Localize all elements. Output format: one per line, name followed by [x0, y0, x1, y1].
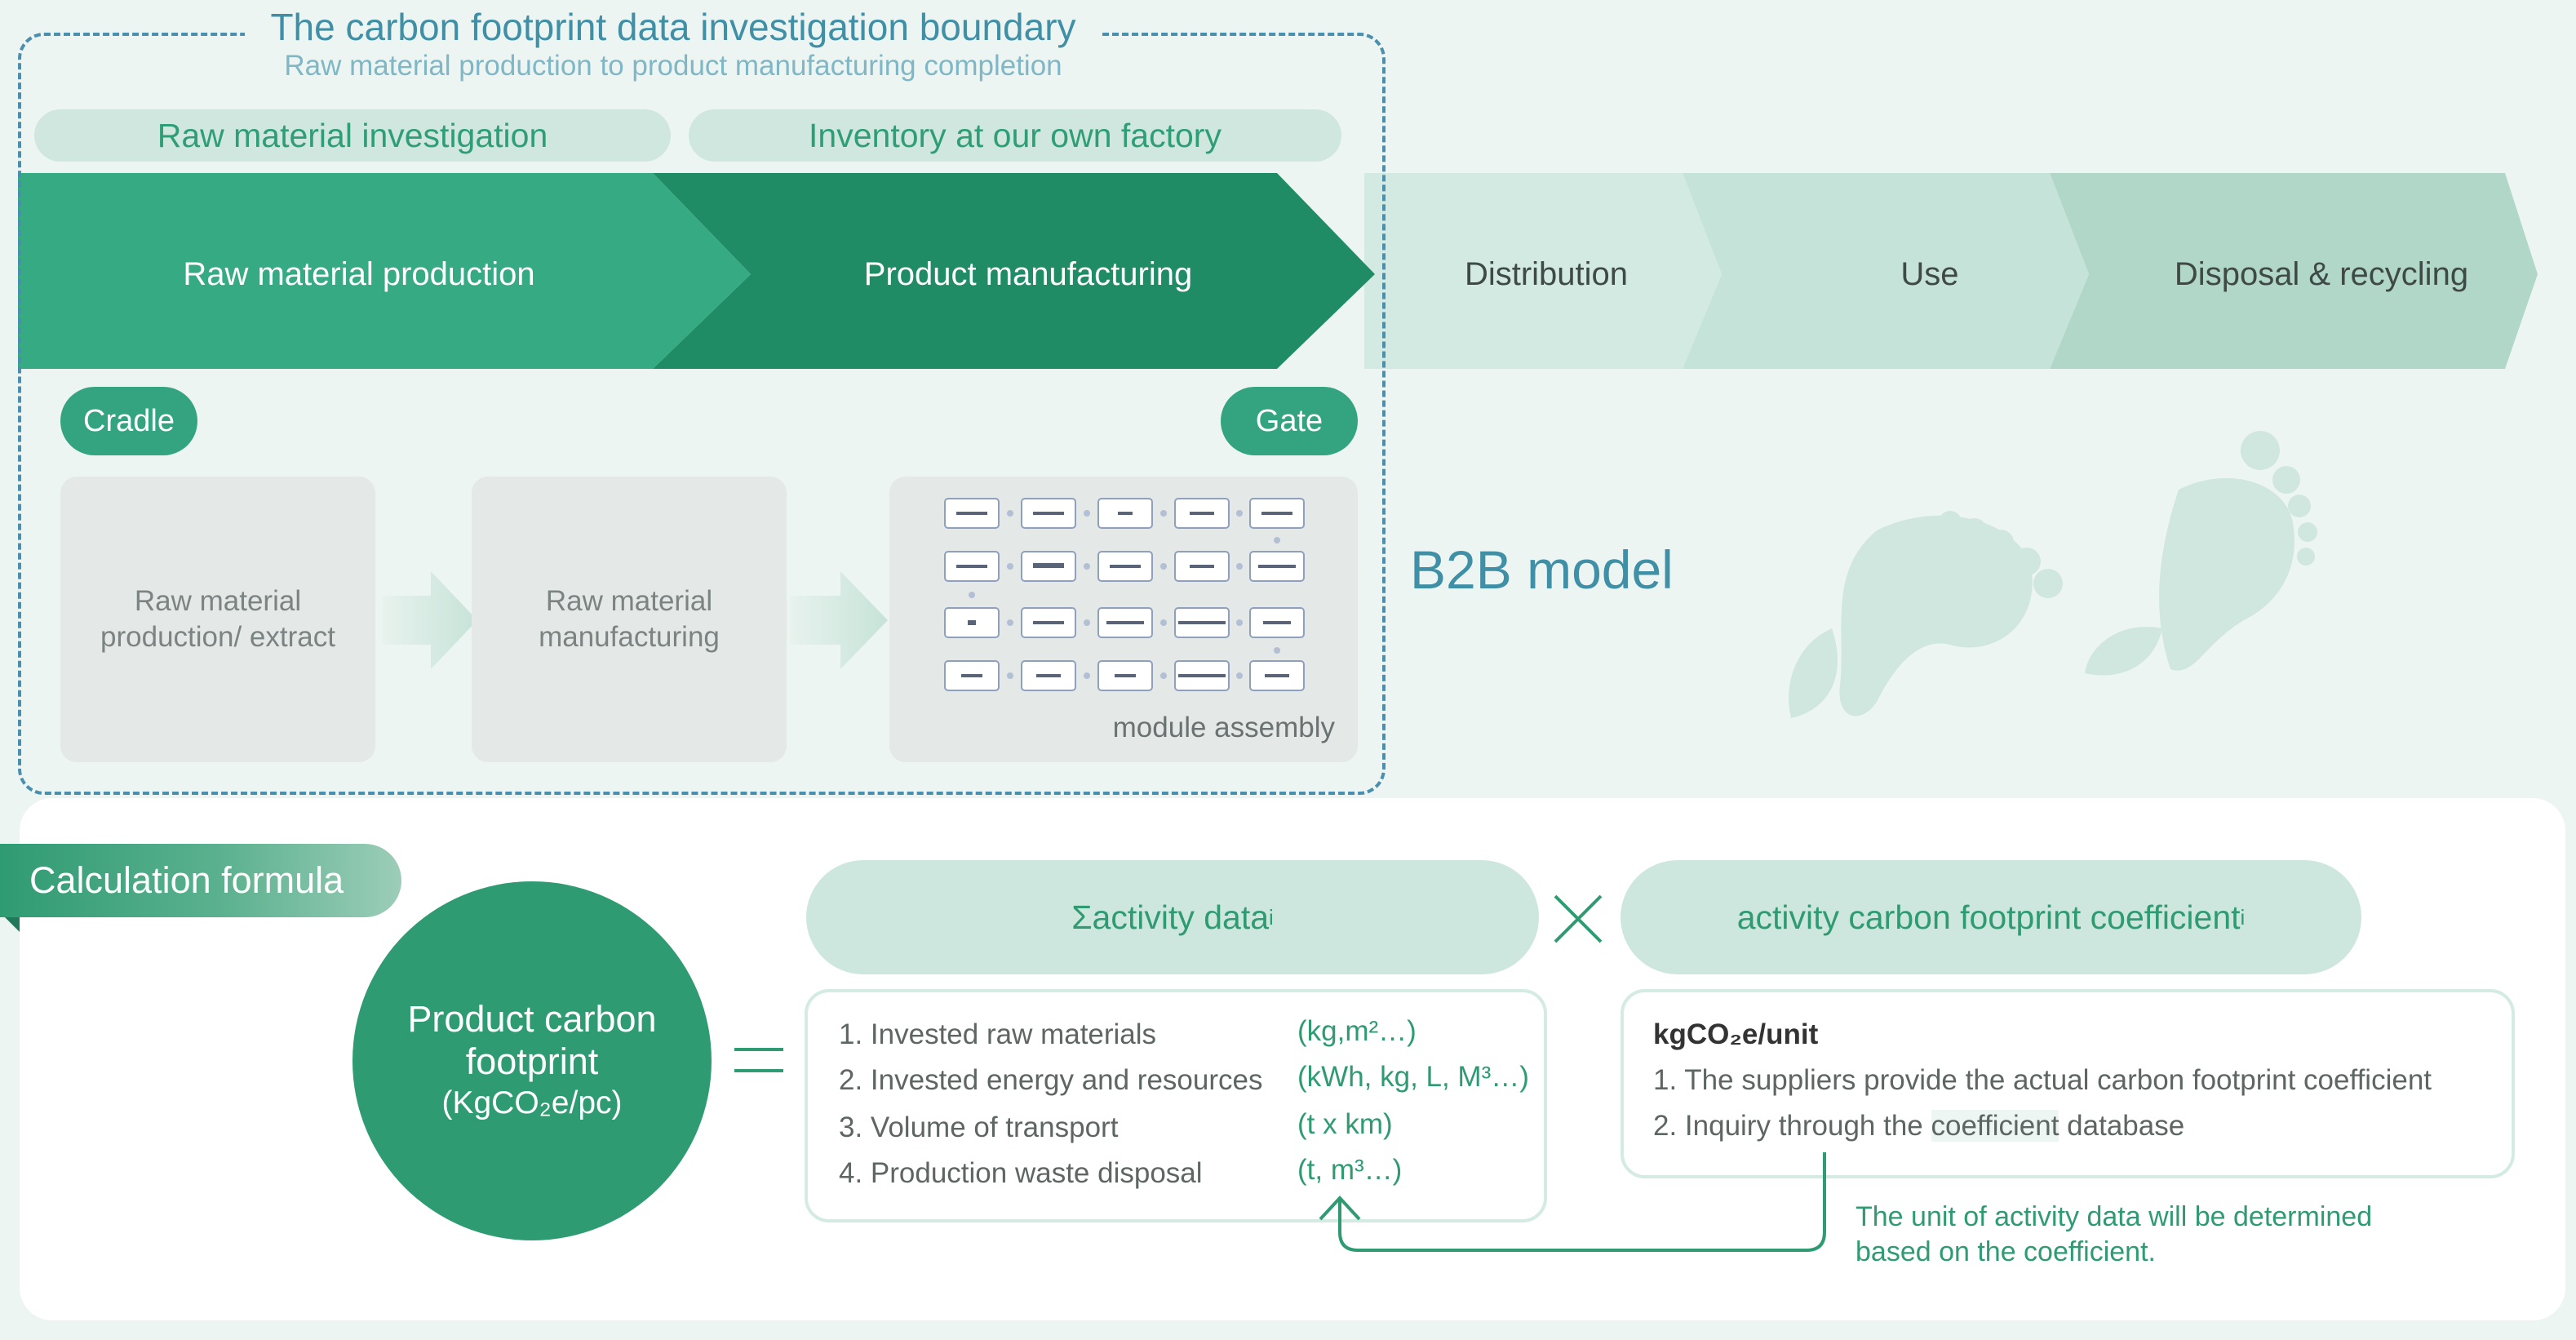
- gate-badge: Gate: [1221, 387, 1358, 455]
- chevron-disposal: [2050, 173, 2538, 369]
- calculation-formula-tab: Calculation formula: [0, 844, 401, 917]
- stage-use-label: Use: [1900, 255, 1959, 292]
- activity-unit-4: (t, m³…): [1297, 1154, 1403, 1186]
- b2b-model-label: B2B model: [1410, 539, 1674, 600]
- value-chain-arrows: [18, 173, 2538, 718]
- coefficient-label: activity carbon footprint coefficient: [1736, 898, 2241, 936]
- coefficient-list: [1621, 989, 2515, 1178]
- equals-icon: [734, 1048, 783, 1072]
- activity-unit-1: (kg,m²…): [1297, 1015, 1417, 1047]
- note-line-2: based on the coefficient.: [1856, 1236, 2156, 1267]
- activity-item-4: 4. Production waste disposal: [839, 1157, 1203, 1189]
- product-unit: (KgCO₂e/pc): [441, 1085, 623, 1120]
- process-arrow-1: [382, 571, 477, 669]
- coefficient-item-2-highlight: coefficient: [1931, 1110, 2059, 1142]
- coefficient-item-1: 1. The suppliers provide the actual carb…: [1653, 1064, 2432, 1096]
- activity-data-list: [805, 989, 1547, 1222]
- process-arrow-2: [790, 571, 888, 669]
- coefficient-item-2: 2. Inquiry through the coefficient datab…: [1653, 1110, 2184, 1143]
- multiply-icon: [1554, 894, 1603, 943]
- activity-item-1: 1. Invested raw materials: [839, 1018, 1157, 1050]
- module-assembly-links: [969, 510, 1280, 679]
- product-line2: footprint: [465, 1040, 599, 1082]
- product-carbon-footprint-circle: Product carbon footprint (KgCO₂e/pc): [352, 881, 712, 1240]
- chevron-distribution: [1364, 173, 1722, 369]
- process-box-manufacturing: Raw material manufacturing: [472, 477, 787, 762]
- stage-manufacturing-label: Product manufacturing: [863, 255, 1193, 292]
- cradle-badge: Cradle: [60, 387, 197, 455]
- activity-item-2: 2. Invested energy and resources: [839, 1064, 1263, 1096]
- stage-disposal-label: Disposal & recycling: [2174, 255, 2469, 292]
- coefficient-item-2-pre: 2. Inquiry through the: [1653, 1110, 1931, 1142]
- chevron-raw-production: [18, 173, 751, 369]
- activity-data-label: Σactivity data: [1071, 898, 1270, 936]
- activity-unit-2: (kWh, kg, L, M³…): [1297, 1061, 1529, 1093]
- coefficient-item-2-post: database: [2059, 1110, 2185, 1142]
- module-assembly-label: module assembly: [1112, 712, 1335, 743]
- note-line-1: The unit of activity data will be determ…: [1856, 1201, 2373, 1232]
- product-line1: Product carbon: [407, 998, 657, 1040]
- coefficient-unit-title: kgCO₂e/unit: [1653, 1018, 1819, 1050]
- activity-item-3: 3. Volume of transport: [839, 1111, 1119, 1143]
- activity-data-subscript: i: [1269, 904, 1274, 930]
- raw-material-investigation-pill: Raw material investigation: [34, 109, 671, 162]
- process-manufacturing-label: Raw material manufacturing: [539, 585, 720, 653]
- activity-unit-3: (t x km): [1297, 1108, 1393, 1140]
- module-assembly-glyphs: [956, 512, 1296, 677]
- process-extract-label: Raw material production/ extract: [100, 585, 335, 653]
- coefficient-subscript: i: [2240, 904, 2246, 930]
- boundary-title: The carbon footprint data investigation …: [245, 2, 1102, 52]
- boundary-subtitle: Raw material production to product manuf…: [284, 50, 1062, 82]
- stage-distribution-label: Distribution: [1464, 255, 1629, 292]
- footprint-icon: [1789, 431, 2317, 718]
- chevron-manufacturing: [653, 173, 1375, 369]
- coefficient-note: The unit of activity data will be determ…: [1856, 1200, 2372, 1270]
- connector-arrow-icon: [1319, 1152, 1826, 1252]
- inventory-pill: Inventory at our own factory: [689, 109, 1341, 162]
- stage-raw-production-label: Raw material production: [183, 255, 535, 292]
- process-box-extract: Raw material production/ extract: [60, 477, 375, 762]
- chevron-use: [1683, 173, 2089, 369]
- tab-fold-corner: [0, 912, 20, 932]
